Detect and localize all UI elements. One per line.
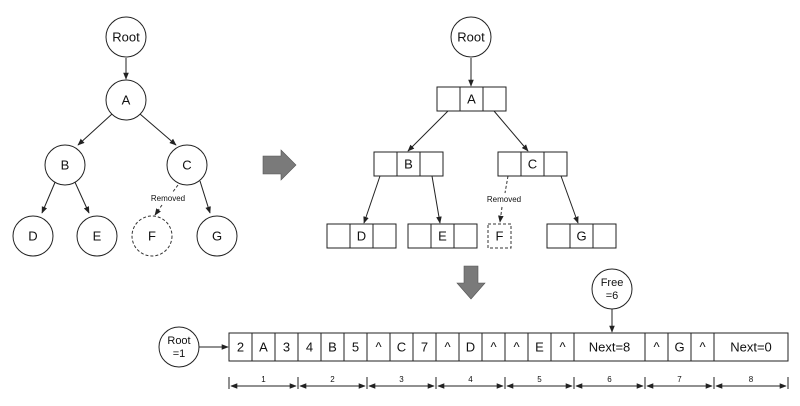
box-tree-root — [450, 16, 492, 58]
tree-node-c-label: C — [182, 158, 191, 173]
tree-node-c — [166, 144, 208, 186]
index-label-4: 4 — [468, 375, 473, 384]
tree-node-f-label: F — [148, 229, 156, 244]
box-node-d-right — [372, 223, 397, 249]
index-label-1: 1 — [261, 375, 266, 384]
index-label-2: 2 — [330, 375, 335, 384]
index-label-6: 6 — [607, 375, 612, 384]
index-label-7: 7 — [677, 375, 682, 384]
array-cell-8-text: C — [397, 340, 406, 355]
box-node-e-left — [407, 223, 432, 249]
edge-b-e — [73, 179, 90, 214]
array-cell-3-text: 3 — [283, 340, 290, 355]
tree-node-e — [76, 215, 118, 257]
tree-node-d-label: D — [28, 229, 37, 244]
tree-node-b — [44, 144, 86, 186]
array-cell-15-text: ^ — [559, 340, 566, 355]
array-representation: Root =1 Free =6 2 A 3 4 B 5 — [158, 268, 789, 389]
array-cell-14-text: E — [535, 340, 544, 355]
array-free-pointer — [591, 268, 633, 310]
array-cell-18-text: G — [674, 340, 684, 355]
array-cell-5-text: B — [328, 340, 337, 355]
array-cell-9-text: 7 — [421, 340, 428, 355]
box-node-g-left — [546, 223, 571, 249]
array-root-label-2: =1 — [173, 348, 186, 360]
array-cell-4-text: 4 — [306, 340, 313, 355]
tree-node-a — [105, 79, 147, 121]
array-cell-1-text: 2 — [237, 340, 244, 355]
box-node-d-label: D — [357, 229, 366, 244]
box-node-f-label: F — [496, 229, 504, 244]
box-node-b-left — [373, 151, 398, 177]
index-label-8: 8 — [749, 375, 754, 384]
box-edge-c-removed-top — [504, 175, 509, 194]
array-cell-10-text: ^ — [444, 340, 451, 355]
box-node-d-left — [326, 223, 351, 249]
array-index-ruler: 1 2 3 4 5 6 7 8 — [228, 375, 789, 389]
box-tree-root-label: Root — [457, 30, 485, 45]
tree-node-d — [12, 215, 54, 257]
array-cell-20-text: Next=0 — [730, 340, 772, 355]
box-node-c-left — [497, 151, 522, 177]
array-cell-17-text: ^ — [653, 340, 660, 355]
box-node-e-label: E — [438, 229, 447, 244]
array-cell-19-text: ^ — [699, 340, 706, 355]
box-node-b-label: B — [404, 157, 413, 172]
box-edge-b-d — [363, 175, 381, 224]
removed-label-middle: Removed — [487, 195, 521, 204]
left-tree: Root A B C D E F G Removed — [12, 16, 238, 257]
edge-c-g — [199, 180, 211, 214]
tree-node-g — [196, 215, 238, 257]
array-root-label-1: Root — [167, 335, 190, 347]
array-cell-2-text: A — [259, 340, 268, 355]
array-cell-12-text: ^ — [490, 340, 497, 355]
box-node-a-left — [436, 86, 461, 112]
box-node-a-right — [482, 86, 507, 112]
edge-b-d — [41, 179, 57, 214]
box-edge-c-g — [560, 175, 579, 224]
edge-c-f — [154, 204, 163, 216]
box-node-b-right — [419, 151, 444, 177]
tree-node-root — [105, 16, 147, 58]
box-edge-a-c — [493, 110, 529, 152]
box-edge-a-b — [407, 110, 449, 152]
tree-node-e-label: E — [93, 229, 102, 244]
array-cell-7-text: ^ — [375, 340, 382, 355]
tree-node-f-removed — [131, 215, 173, 257]
index-label-5: 5 — [537, 375, 542, 384]
array-free-label-1: Free — [601, 277, 624, 289]
box-node-g-right — [592, 223, 617, 249]
array-cell-16-text: Next=8 — [589, 340, 631, 355]
array-free-label-2: =6 — [606, 290, 619, 302]
tree-node-b-label: B — [61, 158, 70, 173]
array-cell-20 — [713, 332, 789, 362]
box-node-g-label: G — [576, 229, 586, 244]
box-edge-b-e — [431, 175, 442, 224]
tree-node-a-label: A — [122, 93, 131, 108]
array-cell-11-text: D — [466, 340, 475, 355]
box-node-c-right — [543, 151, 568, 177]
box-node-c-label: C — [528, 157, 537, 172]
array-root-pointer — [158, 326, 200, 368]
removed-label-left: Removed — [151, 194, 185, 203]
box-edge-c-f — [498, 206, 504, 223]
tree-node-root-label: Root — [112, 30, 140, 45]
index-label-3: 3 — [399, 375, 404, 384]
array-cell-6-text: 5 — [352, 340, 359, 355]
middle-tree: Root A B C D E F G Removed — [326, 16, 617, 249]
edge-a-c — [139, 113, 177, 146]
tree-node-g-label: G — [212, 229, 222, 244]
edge-a-b — [77, 113, 113, 146]
box-node-a-label: A — [467, 92, 476, 107]
transform-arrow-right-icon — [262, 149, 297, 181]
box-node-f-removed — [487, 223, 512, 249]
box-node-e-right — [453, 223, 478, 249]
array-cell-13-text: ^ — [513, 340, 520, 355]
transform-arrow-down-icon — [456, 265, 486, 300]
